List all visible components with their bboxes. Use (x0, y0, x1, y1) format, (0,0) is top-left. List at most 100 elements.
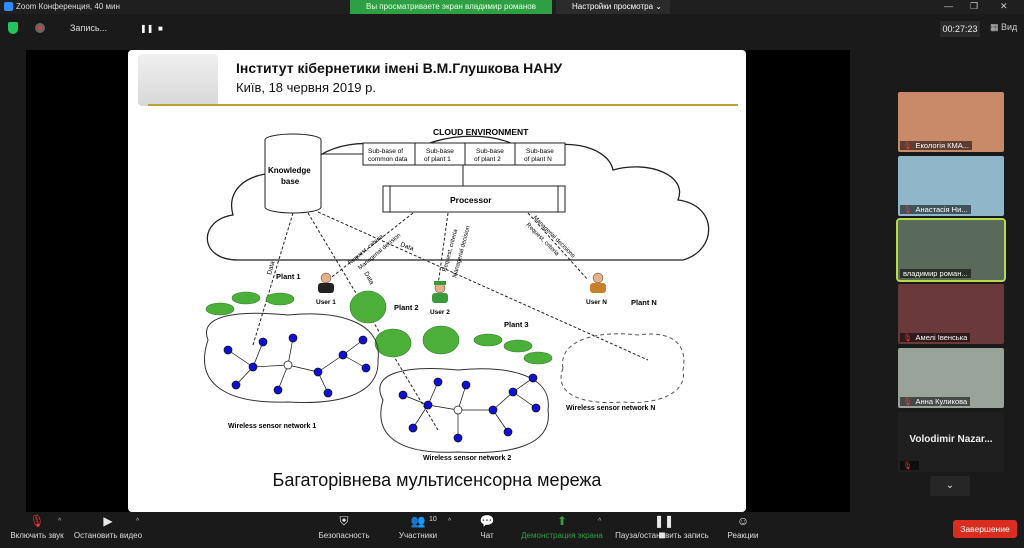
participant-tile[interactable]: Volodimir Nazar... 🎙 (898, 412, 1004, 472)
plant-leaf (205, 302, 235, 316)
slide-header-image (138, 54, 218, 106)
unmute-audio-button[interactable]: 🎙 Включить звук (6, 514, 68, 540)
window-title: Zoom Конференция, 40 мин (16, 2, 120, 11)
wsn-label: Wireless sensor network N (566, 405, 655, 412)
participant-label: 🎙Анастасія Ни... (900, 205, 971, 214)
arrow-line (327, 212, 414, 281)
minimize-icon[interactable]: — (944, 1, 953, 11)
microphone-muted-icon: 🎙 (903, 461, 913, 470)
subbase-label: of plant N (524, 156, 552, 163)
network-diagram: CLOUD ENVIRONMENT Knowledge base Sub-bas… (204, 127, 710, 462)
participant-label: 🎙 (900, 461, 919, 470)
participants-button[interactable]: 👥 Участники (394, 514, 442, 540)
participants-options-caret-icon[interactable]: ^ (448, 518, 452, 525)
microphone-muted-icon: 🎙 (903, 333, 913, 342)
app-title: Zoom Конференция, 40 мин (4, 2, 120, 11)
participant-tile[interactable]: 🎙Анастасія Ни... (898, 156, 1004, 216)
slide-divider (148, 104, 738, 106)
participant-display-name: Volodimir Nazar... (909, 434, 993, 445)
participant-tile[interactable]: 🎙Амелі Івенська (898, 284, 1004, 344)
microphone-muted-icon: 🎙 (903, 397, 913, 406)
wsn-2-region (379, 368, 549, 453)
participant-tile[interactable]: владимир роман... (896, 218, 1006, 282)
arrow-line (437, 212, 449, 286)
view-label: Вид (1001, 22, 1018, 32)
plant-leaf (265, 292, 295, 306)
wsn-1-region (204, 312, 379, 403)
subbase-label: Sub-base of (368, 148, 403, 155)
processor-box (382, 185, 566, 213)
processor-label: Processor (450, 195, 492, 205)
plant-label: Plant 3 (504, 320, 529, 329)
security-shield-icon[interactable] (8, 22, 18, 34)
audio-options-caret-icon[interactable]: ^ (58, 518, 62, 525)
subbase-label: Sub-base (526, 148, 554, 155)
close-icon[interactable]: ✕ (1000, 1, 1008, 11)
sensor-link (342, 354, 367, 369)
sensor-link (492, 391, 514, 411)
pause-recording-icon[interactable]: ❚❚ (140, 24, 154, 33)
share-options-caret-icon[interactable]: ^ (598, 518, 602, 525)
sensor-link (512, 391, 537, 409)
subbase-label: Sub-base (476, 148, 504, 155)
slide-bottom-title: Багаторівнева мультисенсорна мережа (272, 470, 602, 490)
participant-name: владимир роман... (903, 269, 968, 278)
view-settings-label: Настройки просмотра (572, 2, 654, 11)
subbase-label: of plant 2 (474, 156, 501, 163)
sensor-link (252, 341, 264, 368)
stop-recording-icon[interactable]: ■ (158, 24, 163, 33)
end-meeting-button[interactable]: Завершение (953, 520, 1017, 538)
recording-label: Запись... (70, 23, 108, 33)
wsn-label: Wireless sensor network 1 (228, 423, 316, 430)
security-button[interactable]: ⛨ Безопасность (314, 514, 374, 540)
security-label: Безопасность (318, 531, 370, 540)
plants-group (205, 290, 553, 365)
sensor-link (317, 354, 344, 373)
smiley-plus-icon: ☺ (736, 514, 750, 528)
microphone-muted-icon: 🎙 (903, 141, 913, 150)
sensor-node (528, 373, 538, 383)
user-label: User N (586, 299, 607, 306)
video-label: Остановить видео (73, 531, 143, 540)
sensor-node (453, 433, 463, 443)
sensor-node (273, 385, 283, 395)
participant-tile[interactable]: 🎙Анна Куликова (898, 348, 1004, 408)
view-settings-button[interactable]: Настройки просмотра ⌄ (556, 0, 670, 14)
video-camera-icon: ▶ (103, 514, 113, 528)
maximize-icon[interactable]: ❐ (970, 1, 979, 11)
sensor-link (287, 364, 319, 373)
view-button[interactable]: ▦ Вид (990, 22, 1017, 33)
sensor-node (288, 333, 298, 343)
user-label: User 2 (430, 309, 450, 316)
cloud-label: CLOUD ENVIRONMENT (433, 127, 529, 137)
sensor-link (287, 337, 294, 366)
chat-bubble-icon: 💬 (479, 514, 495, 528)
sensor-node (358, 335, 368, 345)
participant-tile[interactable]: 🎙Екологія КМА... (898, 92, 1004, 152)
sensor-node (398, 390, 408, 400)
participants-count: 10 (429, 516, 437, 523)
subbase-label: Sub-base (426, 148, 454, 155)
sensor-link (252, 364, 289, 368)
wsn-label: Wireless sensor network 2 (423, 455, 511, 462)
sensor-link (227, 349, 254, 368)
user-1-icon (318, 272, 334, 293)
user-body (590, 283, 606, 293)
reactions-label: Реакции (727, 531, 759, 540)
reactions-button[interactable]: ☺ Реакции (724, 514, 762, 540)
microphone-muted-icon: 🎙 (903, 205, 913, 214)
sensor-link (457, 384, 467, 411)
video-options-caret-icon[interactable]: ^ (136, 518, 140, 525)
sensor-network-2 (398, 373, 541, 443)
share-screen-button[interactable]: ⬆ Демонстрация экрана (518, 514, 606, 540)
pause-stop-recording-button[interactable]: ❚❚ ■ Пауза/остановить запись (614, 514, 710, 542)
plant-label: Plant 2 (394, 303, 419, 312)
sensor-node (408, 423, 418, 433)
chat-button[interactable]: 💬 Чат (472, 514, 502, 540)
participants-label: Участники (398, 531, 438, 540)
stop-video-button[interactable]: ▶ Остановить видео (70, 514, 146, 540)
zoom-logo-icon (4, 2, 13, 11)
gallery-scroll-down-button[interactable]: ⌄ (930, 476, 970, 496)
user-body (318, 283, 334, 293)
window-titlebar: Zoom Конференция, 40 мин Вы просматривае… (0, 0, 1024, 14)
